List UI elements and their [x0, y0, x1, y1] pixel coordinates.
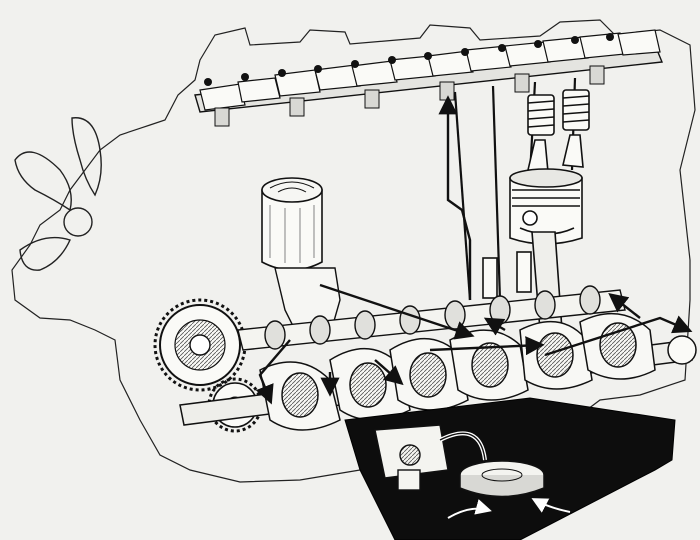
oil-intake-arrows [447, 498, 571, 519]
valve-springs [527, 89, 590, 173]
oil-pump [374, 424, 487, 491]
timing-gear [153, 298, 263, 433]
oil-filter [261, 177, 323, 271]
rocker-arm-shaft [194, 29, 664, 127]
camshaft [237, 285, 626, 351]
piston [509, 168, 583, 245]
fan-blades [14, 117, 102, 271]
crankshaft [179, 312, 697, 431]
oil-pickup-screen [459, 460, 545, 498]
oil-flow-arrows [255, 95, 693, 405]
